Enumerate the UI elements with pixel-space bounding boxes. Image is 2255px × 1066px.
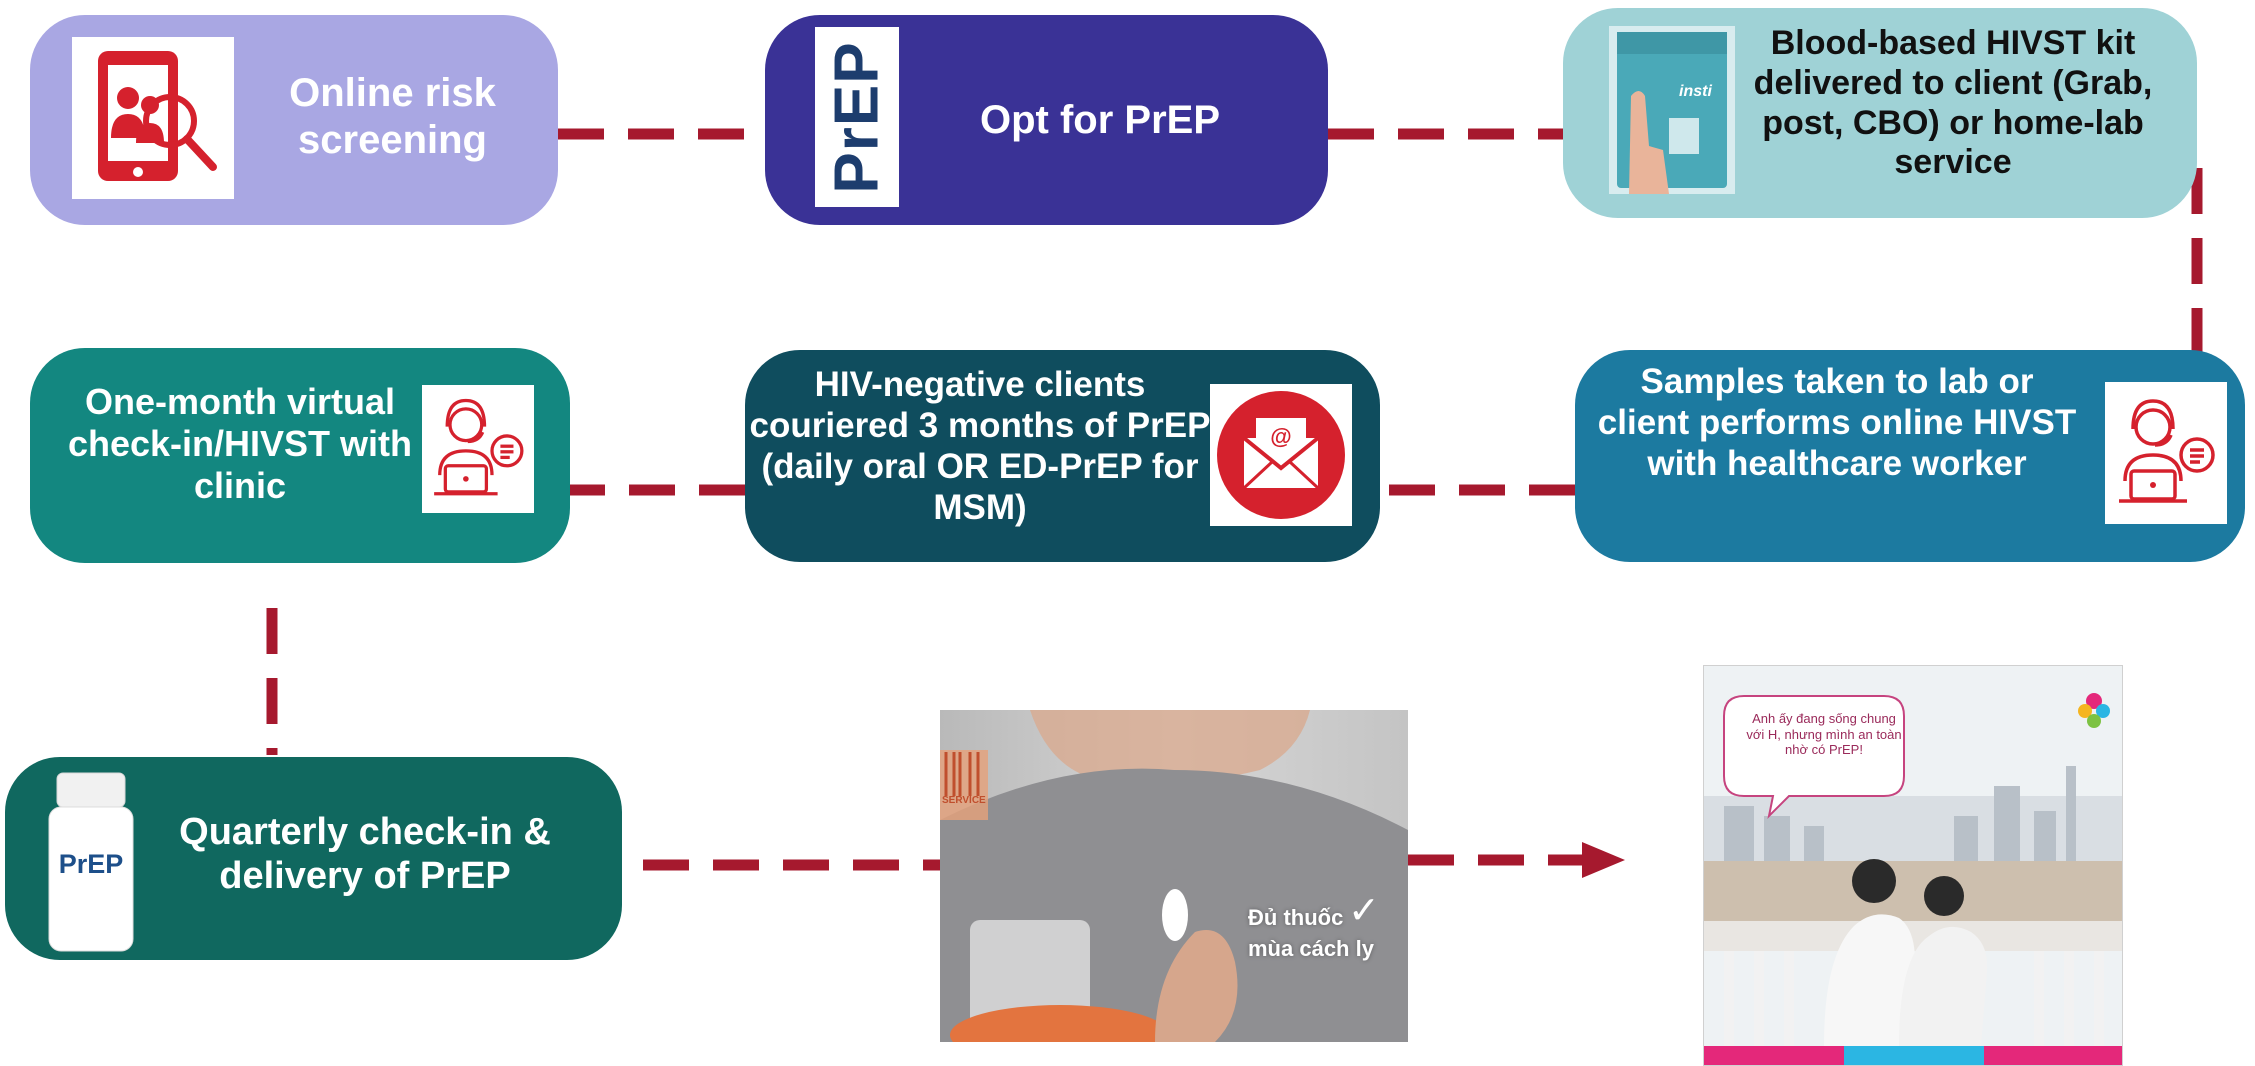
pill-photo-illustration (940, 710, 1408, 1042)
step-online-risk-screening: Online risk screening (30, 15, 558, 225)
healthcare-worker-headset-icon (2105, 382, 2227, 524)
pill-photo-caption-line2: mùa cách ly (1248, 936, 1374, 961)
poster-illustration (1704, 666, 2122, 1065)
prep-bottle-image: PrEP (45, 769, 137, 954)
healthcare-worker-headset-icon (422, 385, 534, 513)
bottle-label: PrEP (58, 849, 124, 879)
prep-logo-text: PrEP (822, 40, 892, 194)
step-label: Opt for PrEP (979, 98, 1221, 142)
step-label: Samples taken to lab or client performs … (1597, 362, 2077, 483)
poster-speech-bubble: Anh ấy đang sống chung với H, nhưng mình… (1746, 711, 1902, 758)
step-samples-taken: Samples taken to lab or client performs … (1575, 350, 2245, 562)
hivst-kit-photo: insti (1609, 26, 1735, 194)
pill-photo-caption-line1: Đủ thuốc (1248, 905, 1344, 930)
step-label: Online risk screening (289, 71, 496, 162)
pill-photo: SERVICE Đủ thuốc ✓ mùa cách ly (940, 710, 1408, 1042)
prep-campaign-poster: Anh ấy đang sống chung với H, nhưng mình… (1703, 665, 2123, 1066)
prep-logo: PrEP (815, 27, 899, 207)
tablet-search-icon (72, 37, 234, 199)
svg-text:@: @ (1270, 424, 1291, 449)
step-one-month-checkin: One-month virtual check-in/HIVST with cl… (30, 348, 570, 563)
step-label: Quarterly check-in & delivery of PrEP (179, 811, 551, 898)
pill-photo-stamp: SERVICE (942, 795, 986, 806)
checkmark-icon: ✓ (1348, 888, 1380, 932)
step-label: One-month virtual check-in/HIVST with cl… (67, 381, 413, 507)
email-envelope-icon: @ (1210, 384, 1352, 526)
step-label: Blood-based HIVST kit delivered to clien… (1753, 24, 2153, 182)
arrowhead-to-poster (1582, 842, 1625, 878)
step-label: HIV-negative clients couriered 3 months … (749, 365, 1211, 527)
step-opt-for-prep: PrEP Opt for PrEP (765, 15, 1328, 225)
step-hivst-kit-delivered: insti Blood-based HIVST kit delivered to… (1563, 8, 2197, 218)
svg-text:insti: insti (1679, 83, 1712, 100)
step-quarterly-checkin: PrEP Quarterly check-in & delivery of Pr… (5, 757, 622, 960)
step-courier-prep: HIV-negative clients couriered 3 months … (745, 350, 1380, 562)
